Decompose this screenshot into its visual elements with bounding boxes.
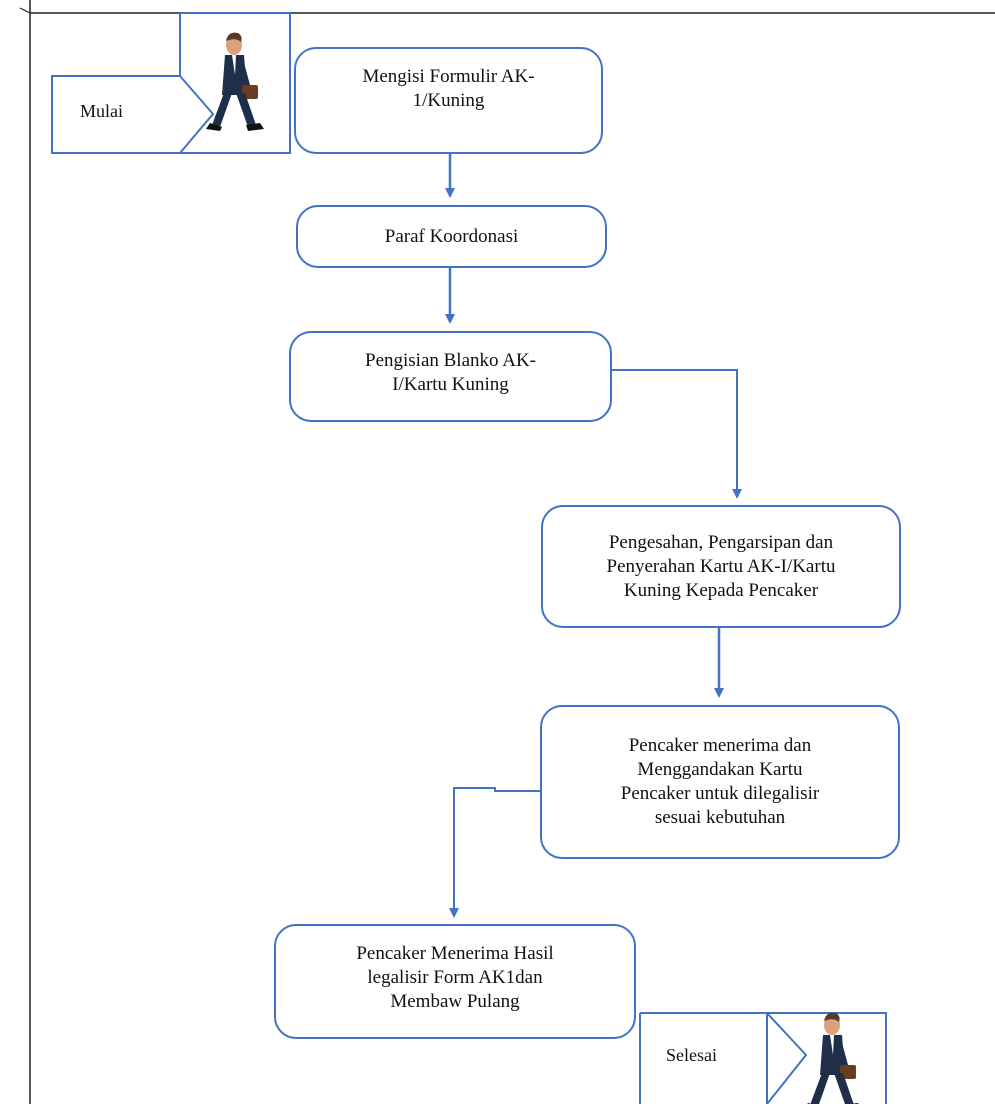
end-terminal-box [767,1012,887,1104]
end-terminal-chevron [766,1012,808,1104]
walking-businessman-icon [206,32,264,131]
walking-businessman-icon [804,1012,862,1104]
step-receive-duplicate: Pencaker menerima dan Menggandakan Kartu… [540,705,900,859]
step-coordination-paraph-text: Paraf Koordonasi [384,225,519,247]
step-validation-archive: Pengesahan, Pengarsipan dan Penyerahan K… [541,505,901,628]
step-fill-blank: Pengisian Blanko AK- I/Kartu Kuning [289,331,612,422]
step-receive-legalization: Pencaker Menerima Hasil legalisir Form A… [274,924,636,1039]
step-receive-duplicate-text: Pencaker menerima dan Menggandakan Kartu… [620,735,820,828]
frame-tick [19,7,31,14]
arrow-step5-to-step6 [449,787,540,918]
step-coordination-paraph: Paraf Koordonasi [296,205,607,268]
start-terminal-shape [51,12,291,154]
start-label: Mulai [80,101,123,121]
step-validation-archive-text: Pengesahan, Pengarsipan dan Penyerahan K… [606,531,836,601]
step-fill-form: Mengisi Formulir AK- 1/Kuning [294,47,603,154]
step-fill-blank-text: Pengisian Blanko AK- I/Kartu Kuning [365,350,536,395]
end-label: Selesai [666,1045,717,1065]
step-receive-legalization-text: Pencaker Menerima Hasil legalisir Form A… [356,943,554,1012]
arrow-step3-to-step4 [612,369,742,499]
start-terminal-chevron [179,75,215,154]
step-fill-form-text: Mengisi Formulir AK- 1/Kuning [362,66,535,111]
